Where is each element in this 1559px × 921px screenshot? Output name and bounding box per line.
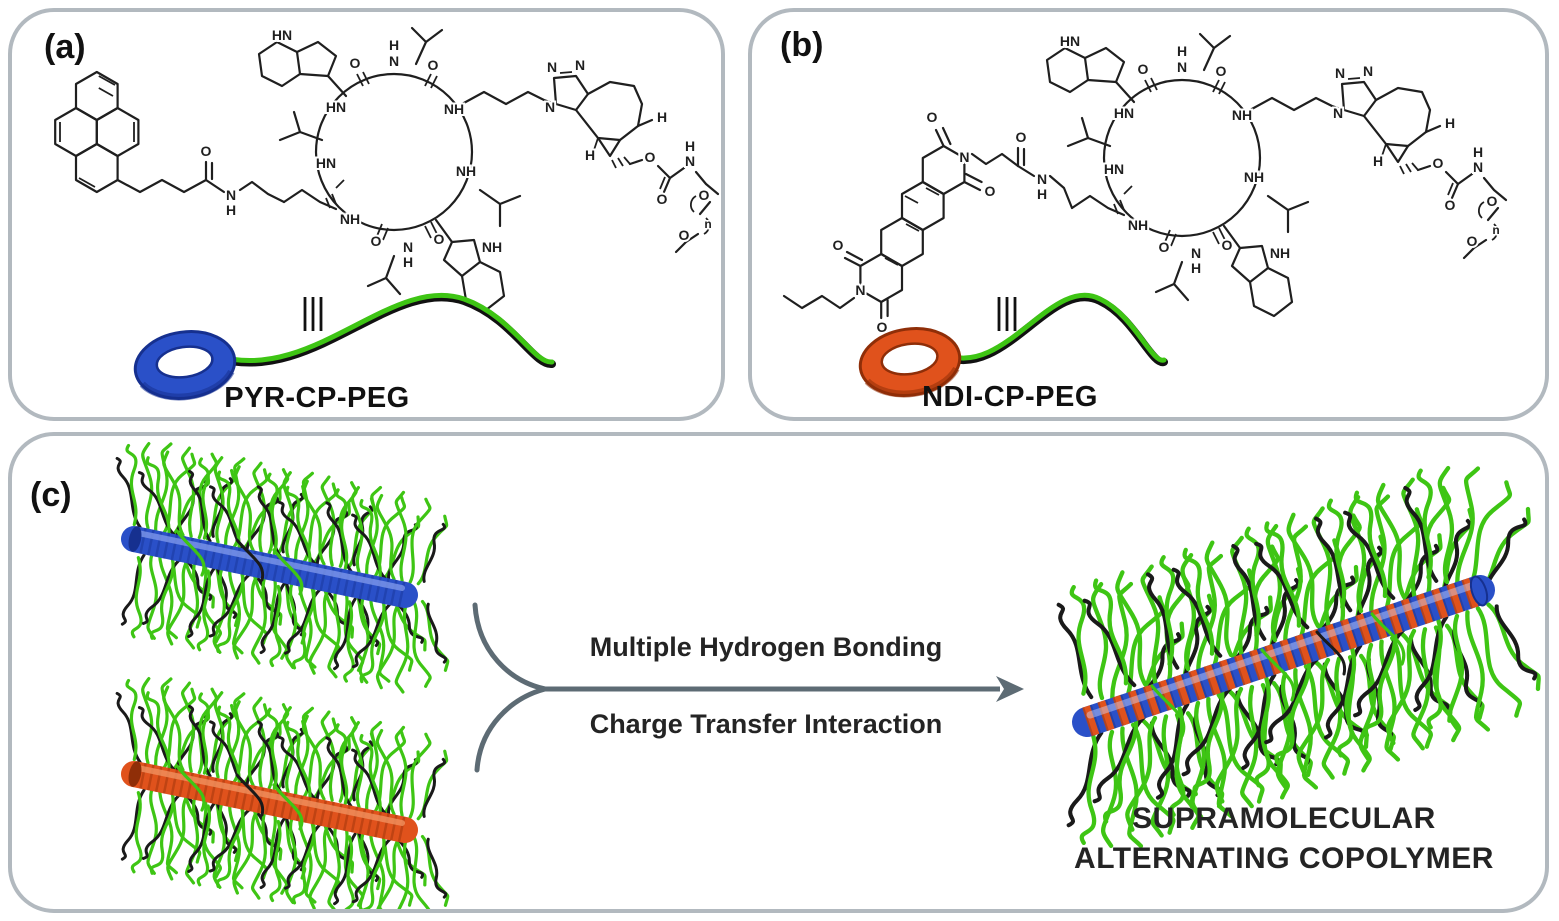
reaction-arrow <box>472 602 1024 773</box>
panel-c-label: (c) <box>30 476 72 514</box>
atom-o-label: O <box>985 183 996 199</box>
process-label-charge-transfer: Charge Transfer Interaction <box>589 709 943 739</box>
atom-o-label: O <box>877 319 888 335</box>
ndi-linker: N H O <box>970 127 1074 210</box>
panel-a-label: (a) <box>44 28 86 66</box>
panel-c: (c) Multiple Hydrogen Bonding Charge Tra… <box>8 432 1549 913</box>
atom-h-label: H <box>1037 186 1047 202</box>
ndi-fiber <box>107 671 454 909</box>
pyrene-structure <box>54 70 140 194</box>
atom-n-label: N <box>226 187 236 203</box>
atom-o-label: O <box>1016 129 1027 145</box>
atom-h-label: H <box>226 202 236 218</box>
copolymer-fiber <box>1050 461 1543 852</box>
ndi-cartoon-chain <box>940 292 1168 367</box>
pyr-cartoon-chain <box>214 292 556 368</box>
equivalence-icon <box>997 297 1017 331</box>
equivalence-icon <box>303 297 323 331</box>
atom-o-label: O <box>927 109 938 125</box>
panel-b-label: (b) <box>780 26 824 64</box>
process-label-hydrogen-bonding: Multiple Hydrogen Bonding <box>589 632 943 662</box>
atom-n-label: N <box>959 149 969 165</box>
pyr-fiber <box>107 436 454 696</box>
ndi-structure: N N O O O O <box>782 107 998 337</box>
product-name-line1: SUPRAMOLECULAR <box>1132 802 1436 835</box>
pyr-ring-cartoon <box>133 330 237 401</box>
atom-o-label: O <box>833 237 844 253</box>
panel-c-drawing <box>107 436 1545 909</box>
panel-a-drawing: N H O <box>54 25 720 401</box>
panel-b-drawing: N N O O O O N H O <box>782 31 1508 398</box>
product-name-line2: ALTERNATING COPOLYMER <box>1074 842 1494 875</box>
ndi-ring-cartoon <box>858 327 962 398</box>
atom-o-label: O <box>201 143 212 159</box>
panel-a-molecule-name: PYR-CP-PEG <box>224 382 410 414</box>
atom-n-label: N <box>1037 171 1047 187</box>
panel-a: N H O (a) PYR-CP-PEG <box>8 8 725 421</box>
panel-b: N N O O O O N H O <box>748 8 1549 421</box>
atom-n-label: N <box>855 282 865 298</box>
panel-b-molecule-name: NDI-CP-PEG <box>922 381 1098 413</box>
pyrene-linker: N H O <box>116 141 286 220</box>
